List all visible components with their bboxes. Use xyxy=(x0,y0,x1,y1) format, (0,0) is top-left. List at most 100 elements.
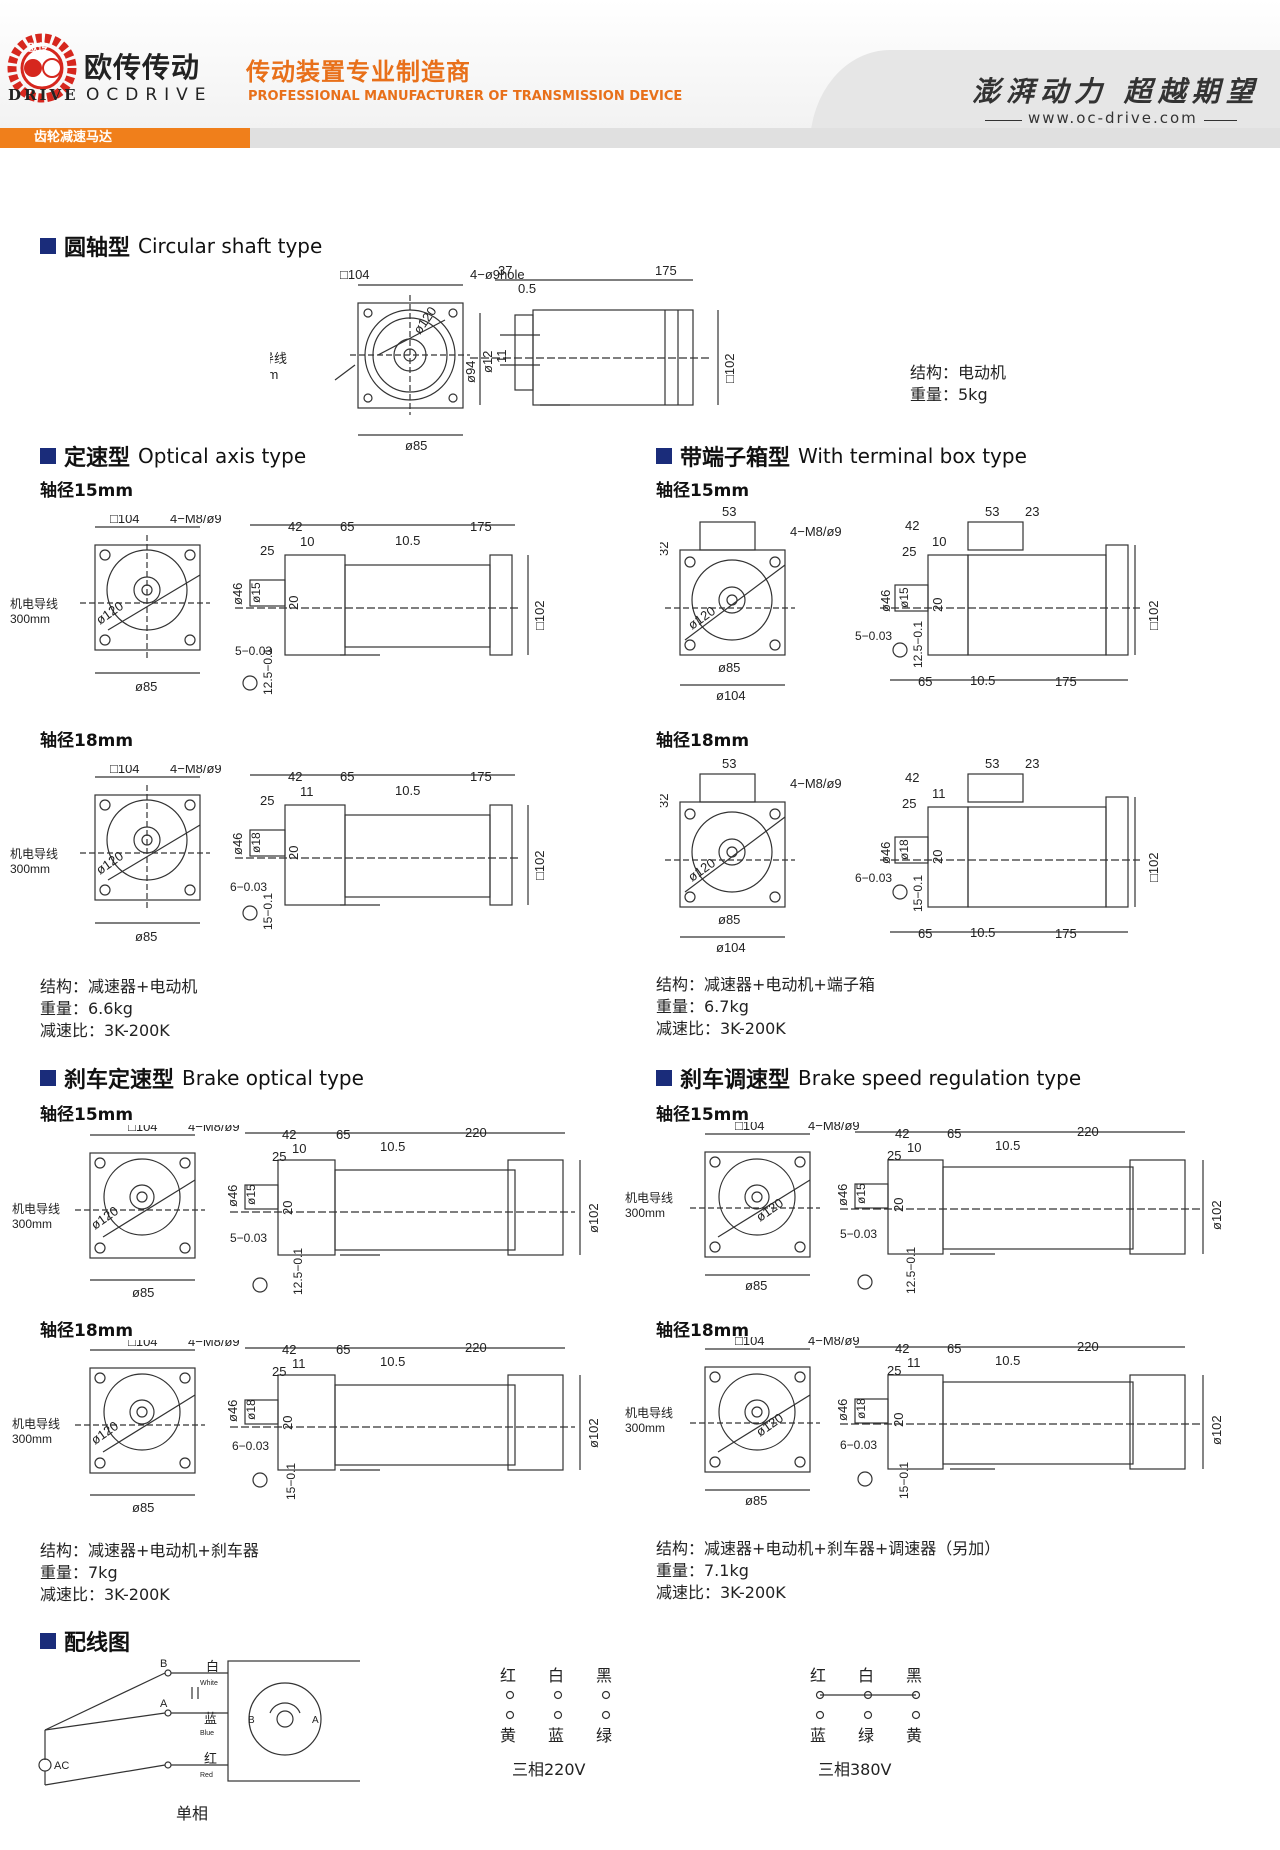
optical-specs: 结构：减速器+电动机 重量：6.6kg 减速比：3K-200K xyxy=(40,976,197,1042)
dim-sq104: □104 xyxy=(110,515,140,526)
dim-53-box: 53 xyxy=(985,504,999,519)
dim-10-5: 10.5 xyxy=(970,925,995,940)
dim-d85: ø85 xyxy=(745,1278,767,1293)
dim-key: 6−0.03 xyxy=(855,871,892,885)
dim-10: 10 xyxy=(300,534,314,549)
spec-weight: 重量：7kg xyxy=(40,1563,118,1582)
section-brake-speed-en: Brake speed regulation type xyxy=(798,1066,1082,1090)
lead-length: 300mm xyxy=(10,862,50,876)
spec-weight: 重量：6.6kg xyxy=(40,999,133,1018)
dim-d85: ø85 xyxy=(745,1493,767,1508)
dim-d102: ø102 xyxy=(586,1418,601,1448)
brake-speed-shaft15: 轴径15mm xyxy=(656,1105,750,1125)
lead-label: 机电导线 xyxy=(625,1406,673,1420)
dim-32: 32 xyxy=(660,542,671,556)
dim-holes: 4−M8/ø9 xyxy=(790,524,842,539)
dim-key-depth: 12.5−0.1 xyxy=(911,621,925,668)
dim-42: 42 xyxy=(282,1342,296,1357)
dim-11: 11 xyxy=(932,786,946,801)
dim-sq102: □102 xyxy=(722,353,737,383)
dim-10-5: 10.5 xyxy=(380,1354,405,1369)
dim-holes: 4−M8/ø9 xyxy=(808,1122,860,1133)
dim-sq102: □102 xyxy=(1146,852,1161,882)
dim-175: 175 xyxy=(470,769,492,784)
dim-holes: 4−M8/ø9 xyxy=(170,765,222,776)
w220-bottom-3: 绿 xyxy=(596,1726,613,1745)
dim-65: 65 xyxy=(336,1127,350,1142)
dim-25: 25 xyxy=(887,1363,901,1378)
dim-key: 5−0.03 xyxy=(235,644,272,658)
w220-bottom-2: 蓝 xyxy=(548,1726,565,1745)
terminal15-drawing: 53 32 4−M8/ø9 ø120 ø85 ø104 42 25 10 53 … xyxy=(660,504,1161,703)
section-bullet-icon xyxy=(656,1070,672,1086)
dim-d18: ø18 xyxy=(244,1399,258,1420)
spec-ratio: 减速比：3K-200K xyxy=(656,1019,786,1038)
dim-11: 11 xyxy=(292,1356,306,1371)
dim-20: 20 xyxy=(930,850,945,864)
dim-sq104: □104 xyxy=(128,1340,158,1349)
dim-holes: 4−M8/ø9 xyxy=(188,1340,240,1349)
dim-10-5: 10.5 xyxy=(970,673,995,688)
brand-drive: DRIVE xyxy=(8,86,79,104)
section-brake-speed-cn: 刹车调速型 xyxy=(680,1068,791,1093)
brake-speed-shaft18: 轴径18mm xyxy=(656,1321,750,1341)
lead-label: 机电导线 xyxy=(625,1191,673,1205)
dim-key: 5−0.03 xyxy=(840,1227,877,1241)
dim-10: 10 xyxy=(907,1140,921,1155)
dim-175: 175 xyxy=(470,519,492,534)
section-wiring-cn: 配线图 xyxy=(64,1631,131,1656)
dim-65: 65 xyxy=(340,769,354,784)
wire-red-cn: 红 xyxy=(204,1751,217,1766)
dim-key: 6−0.03 xyxy=(230,880,267,894)
section-bullet-icon xyxy=(40,1070,56,1086)
dim-d15: ø15 xyxy=(244,1184,258,1205)
optical18-drawing: □104 4−M8/ø9 ø120 机电导线 300mm ø85 42 65 1… xyxy=(10,765,547,944)
dim-d85: ø85 xyxy=(132,1500,154,1515)
logo-mark-text: 欧传 xyxy=(28,43,48,54)
lead-label: 机电导线 xyxy=(12,1417,60,1431)
spec-weight: 重量：5kg xyxy=(910,385,988,404)
tagline-cn: 传动装置专业制造商 xyxy=(246,58,471,86)
dim-key-depth: 15−0.1 xyxy=(911,875,925,912)
slogan: 澎湃动力 超越期望 xyxy=(972,75,1260,108)
dim-d120: ø120 xyxy=(88,1203,121,1232)
dim-220: 220 xyxy=(1077,1339,1099,1354)
section-bullet-icon xyxy=(40,448,56,464)
brand-name-cn: 欧传传动 xyxy=(84,51,201,84)
terminal18-drawing: 53 32 4−M8/ø9 ø120 ø85 ø104 42 25 11 53 … xyxy=(660,756,1161,955)
spec-structure: 结构：减速器+电动机+刹车器+调速器（另加） xyxy=(656,1539,1001,1558)
dim-d120: ø120 xyxy=(88,1418,121,1447)
dim-sq104: □104 xyxy=(110,765,140,776)
dim-d85: ø85 xyxy=(718,912,740,927)
terminal-a-label: A xyxy=(160,1698,168,1710)
circular-drawing: □104 4−ø9hole ø120 机电导线 300mm ø85 37 0.5… xyxy=(270,265,737,450)
dim-25: 25 xyxy=(272,1149,286,1164)
w220-bottom-1: 黄 xyxy=(500,1726,517,1745)
ac-source-label: AC xyxy=(54,1760,69,1772)
brake-speed18-drawing: □104 4−M8/ø9 ø120 机电导线 300mm ø85 42 65 2… xyxy=(625,1337,1224,1508)
section-terminal-en: With terminal box type xyxy=(798,444,1027,468)
dim-42: 42 xyxy=(288,519,302,534)
dim-d120: ø120 xyxy=(753,1410,786,1439)
spec-structure: 结构：电动机 xyxy=(910,363,1007,382)
lead-length: 300mm xyxy=(12,1217,52,1231)
dim-d102: ø102 xyxy=(586,1203,601,1233)
dim-175: 175 xyxy=(655,265,677,278)
spec-structure: 结构：减速器+电动机+刹车器 xyxy=(40,1541,259,1560)
section-brake-en: Brake optical type xyxy=(182,1066,364,1090)
section-bullet-icon xyxy=(40,1633,56,1649)
dim-53-box: 53 xyxy=(985,756,999,771)
spec-structure: 结构：减速器+电动机 xyxy=(40,977,198,996)
dim-10: 10 xyxy=(292,1141,306,1156)
dim-holes: 4−ø9hole xyxy=(470,267,525,282)
lead-label: 机电导线 xyxy=(10,847,58,861)
dim-25: 25 xyxy=(902,544,916,559)
category-tab: 齿轮减速马达 xyxy=(0,128,250,148)
dim-d85: ø85 xyxy=(718,660,740,675)
dim-11: 11 xyxy=(494,350,509,364)
dim-25: 25 xyxy=(887,1148,901,1163)
lead-length: 300mm xyxy=(270,367,278,382)
section-brake-speed-title: 刹车调速型 Brake speed regulation type xyxy=(656,1062,1081,1094)
brake-shaft15: 轴径15mm xyxy=(40,1105,134,1125)
dim-32: 32 xyxy=(660,794,671,808)
